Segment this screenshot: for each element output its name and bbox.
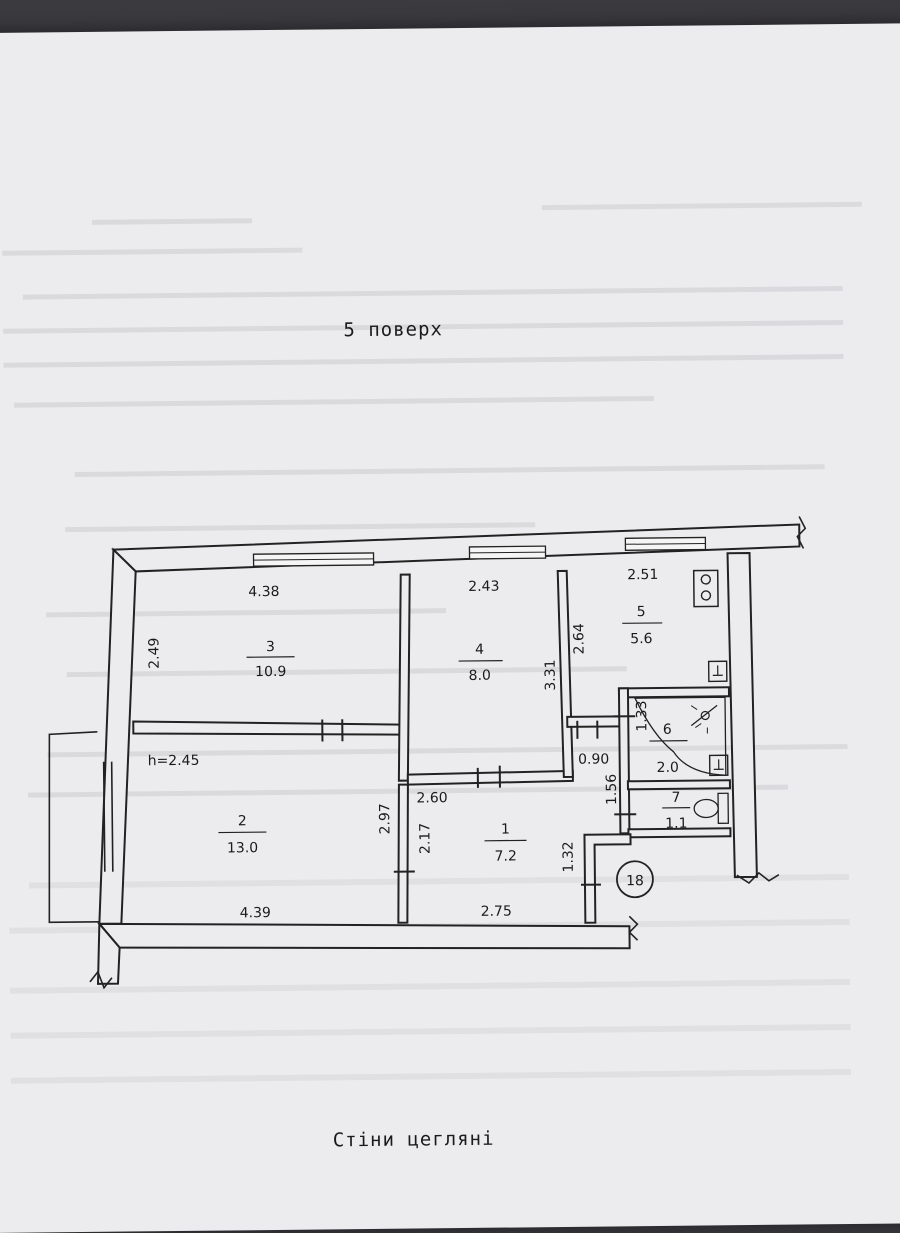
floor-heading: 5 поверх bbox=[343, 318, 443, 341]
svg-text:5: 5 bbox=[637, 604, 646, 620]
dimension-corridor-width: 0.90 bbox=[578, 751, 609, 767]
svg-text:4: 4 bbox=[475, 642, 484, 658]
outer-wall-right bbox=[728, 553, 757, 877]
svg-text:10.9: 10.9 bbox=[255, 664, 286, 680]
partition-5-corridor bbox=[567, 716, 622, 727]
partition-3-2 bbox=[133, 719, 402, 738]
dimension-room4-depth: 3.31 bbox=[543, 659, 559, 690]
partition-4-1 bbox=[408, 771, 573, 785]
dimension-room2-width: 4.39 bbox=[240, 905, 271, 921]
partition-bathroom-left bbox=[619, 688, 630, 833]
outer-wall-left bbox=[95, 549, 139, 923]
svg-text:2: 2 bbox=[238, 813, 247, 829]
dimension-room5-width: 2.51 bbox=[627, 567, 658, 583]
dimension-entrance-depth: 1.32 bbox=[561, 841, 577, 872]
ceiling-height-label: h=2.45 bbox=[148, 753, 200, 770]
dimension-room1-top: 2.60 bbox=[416, 790, 447, 806]
svg-text:13.0: 13.0 bbox=[227, 840, 258, 856]
svg-text:7: 7 bbox=[672, 790, 681, 806]
kitchen-sink-icon bbox=[709, 661, 727, 681]
dimension-room3-width: 4.38 bbox=[248, 584, 279, 600]
toilet-icon bbox=[694, 793, 728, 823]
dimension-room4-width: 2.43 bbox=[468, 579, 499, 595]
partition-6-7 bbox=[628, 780, 730, 789]
svg-text:6: 6 bbox=[663, 722, 672, 738]
svg-text:1.1: 1.1 bbox=[665, 816, 687, 832]
room-2-label: 2 13.0 bbox=[218, 813, 266, 857]
room-5-label: 5 5.6 bbox=[622, 604, 662, 647]
stove-icon bbox=[694, 570, 718, 606]
partition-2-1 bbox=[397, 785, 409, 923]
svg-text:3: 3 bbox=[266, 639, 275, 655]
partition-5-6 bbox=[619, 687, 729, 697]
floor-plan: 5 поверх bbox=[0, 24, 893, 1233]
document-sheet: 5 поверх bbox=[0, 23, 900, 1233]
svg-text:1: 1 bbox=[501, 822, 510, 838]
svg-text:2.0: 2.0 bbox=[657, 760, 679, 776]
svg-text:5.6: 5.6 bbox=[630, 631, 653, 647]
room-7-label: 7 1.1 bbox=[662, 790, 690, 832]
wall-material-note: Стіни цегляні bbox=[333, 1128, 495, 1152]
svg-text:8.0: 8.0 bbox=[469, 668, 491, 684]
dimension-room5-depth: 2.64 bbox=[571, 623, 587, 654]
dimension-room1-depth: 2.17 bbox=[417, 823, 433, 854]
dimension-room2-depth: 2.97 bbox=[377, 803, 393, 834]
dimension-room1-width: 2.75 bbox=[481, 904, 512, 920]
dimension-room3-depth: 2.49 bbox=[146, 638, 162, 669]
svg-text:18: 18 bbox=[626, 873, 644, 889]
dimension-room6-depth: 1.33 bbox=[634, 700, 650, 731]
partition-4-5 bbox=[558, 571, 573, 777]
dimension-room7-depth: 1.56 bbox=[604, 774, 620, 805]
balcony-outline bbox=[47, 732, 99, 923]
svg-text:7.2: 7.2 bbox=[494, 848, 516, 864]
room-4-label: 4 8.0 bbox=[458, 642, 502, 684]
room-1-label: 1 7.2 bbox=[484, 821, 526, 864]
